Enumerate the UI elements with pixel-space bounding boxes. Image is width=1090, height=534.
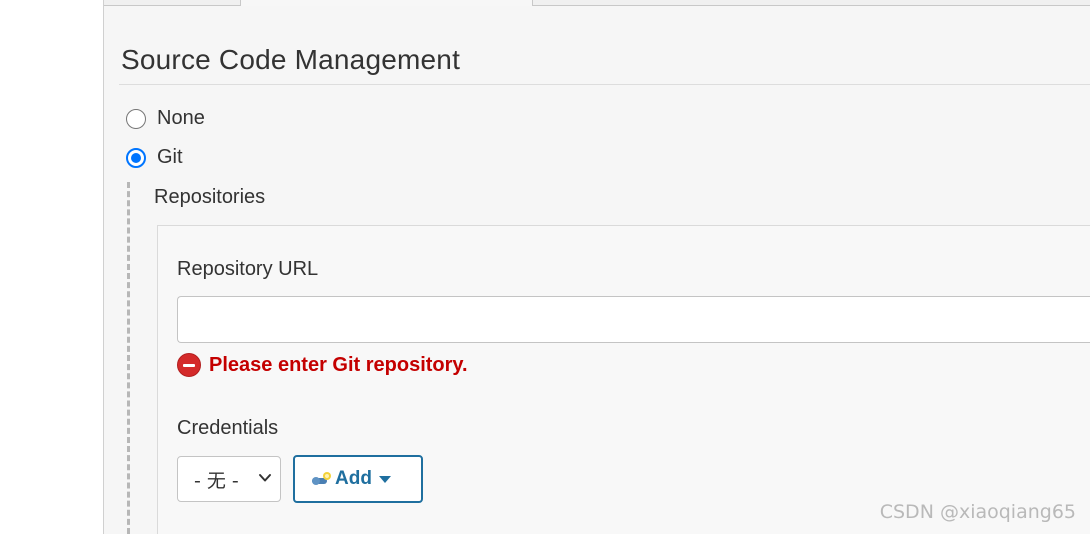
repositories-label: Repositories <box>154 186 266 208</box>
add-button-label: Add <box>335 468 372 489</box>
scm-option-label: Git <box>157 146 183 168</box>
config-tab-strip <box>104 0 1090 6</box>
repository-entry: Repository URL Please enter Git reposito… <box>157 225 1090 534</box>
add-credentials-button[interactable]: Add <box>293 455 423 503</box>
no-entry-icon <box>177 353 201 377</box>
credentials-select[interactable]: - 无 - <box>177 456 281 502</box>
job-config-panel: Source Code Management None Git Reposito… <box>103 0 1090 534</box>
repository-url-input[interactable] <box>177 296 1090 343</box>
error-message: Please enter Git repository. <box>209 353 468 376</box>
chevron-down-icon <box>259 474 271 482</box>
config-tab[interactable] <box>104 0 241 6</box>
repository-url-label: Repository URL <box>177 258 319 280</box>
key-icon <box>312 472 331 485</box>
radio-git[interactable] <box>126 147 146 168</box>
credentials-selected-value: - 无 - <box>194 469 239 492</box>
section-divider <box>119 84 1090 85</box>
repository-url-error: Please enter Git repository. <box>177 353 468 377</box>
credentials-label: Credentials <box>177 417 279 439</box>
git-options-rail <box>127 182 130 534</box>
left-gutter <box>0 0 103 534</box>
radio-none[interactable] <box>126 108 146 129</box>
scm-option-label: None <box>157 107 205 129</box>
scm-option-none[interactable]: None <box>126 107 205 130</box>
config-tab[interactable] <box>241 0 533 6</box>
watermark: CSDN @xiaoqiang65 <box>879 501 1076 523</box>
caret-down-icon <box>378 475 391 483</box>
scm-option-git[interactable]: Git <box>126 146 183 169</box>
section-title: Source Code Management <box>121 44 461 75</box>
